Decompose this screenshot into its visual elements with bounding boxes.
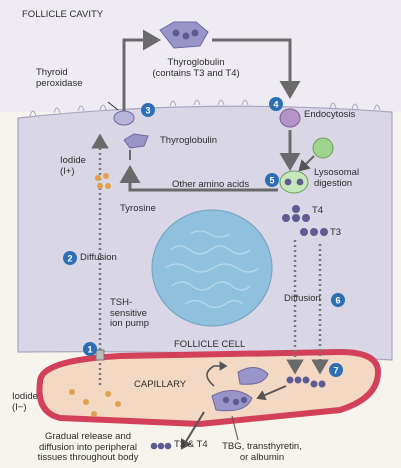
thyroglobulin-top-line2: (contains T3 and T4) <box>152 69 239 80</box>
tsh-line3: ion pump <box>110 319 149 330</box>
tsh-line1: TSH- <box>110 298 149 309</box>
tbg-label: TBG, transthyretin, or albumin <box>222 442 302 463</box>
follicle-cell-label: FOLLICLE CELL <box>174 340 245 351</box>
capillary-label: CAPILLARY <box>134 380 186 391</box>
iodide-inside-text: Iodide <box>60 156 86 167</box>
follicle-cavity-label: FOLLICLE CAVITY <box>22 10 103 21</box>
iodide-blood-symbol: (I−) <box>12 403 38 414</box>
thyroid-peroxidase-label: Thyroid peroxidase <box>36 68 82 89</box>
iodide-blood-label: Iodide (I−) <box>12 392 38 413</box>
step-1: 1 <box>87 345 92 355</box>
step-2: 2 <box>67 254 72 264</box>
t3-label: T3 <box>330 228 341 239</box>
iodide-inside-symbol: (I+) <box>60 167 86 178</box>
t3-molecule <box>300 228 328 236</box>
iodide-blood-text: Iodide <box>12 392 38 403</box>
iodide-inside-label: Iodide (I+) <box>60 156 86 177</box>
endocytosis-vesicle <box>280 109 300 127</box>
step-4: 4 <box>273 100 278 110</box>
capillary <box>39 352 378 424</box>
t3-t4-out-label: T3 & T4 <box>174 440 208 451</box>
other-amino-acids-label: Other amino acids <box>172 180 249 191</box>
lysosomal-line1: Lysosomal <box>314 168 359 179</box>
tbg-line2: or albumin <box>222 453 302 464</box>
step-5: 5 <box>269 176 274 186</box>
t3-t4-out-molecule <box>151 443 172 450</box>
step-3: 3 <box>145 106 150 116</box>
tbg-line1: TBG, transthyretin, <box>222 442 302 453</box>
lysosomal-line2: digestion <box>314 179 359 190</box>
release-label: Gradual release and diffusion into perip… <box>38 432 139 464</box>
thyroglobulin-top-line1: Thyroglobulin <box>152 58 239 69</box>
step-6: 6 <box>335 296 340 306</box>
release-line3: tissues throughout body <box>38 453 139 464</box>
t4-label: T4 <box>312 206 323 217</box>
thyroglobulin-top-label: Thyroglobulin (contains T3 and T4) <box>152 58 239 79</box>
step-7: 7 <box>333 366 338 376</box>
release-line1: Gradual release and <box>38 432 139 443</box>
tsh-ion-pump-label: TSH- sensitive ion pump <box>110 298 149 330</box>
thyroglobulin-mid-label: Thyroglobulin <box>160 136 217 147</box>
lysosomal-digestion-label: Lysosomal digestion <box>314 168 359 189</box>
t4-in-blood <box>287 377 310 384</box>
endocytosis-label: Endocytosis <box>304 110 355 121</box>
nucleus <box>152 210 272 326</box>
diffusion-right-label: Diffusion <box>284 294 321 305</box>
tyrosine-label: Tyrosine <box>120 204 156 215</box>
ion-pump <box>96 350 104 360</box>
diffusion-left-label: Diffusion <box>80 253 117 264</box>
